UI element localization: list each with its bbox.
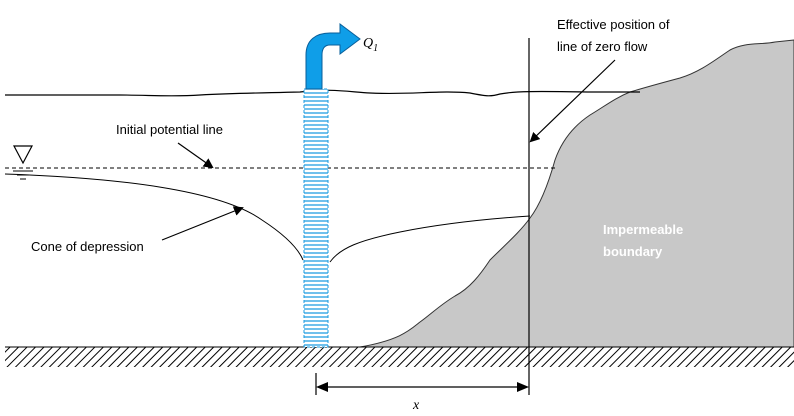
cone-of-depression	[4, 173, 304, 261]
zero-flow-label-2: line of zero flow	[557, 39, 648, 54]
well-screen	[303, 88, 329, 348]
discharge-label: Q1	[363, 36, 378, 54]
zero-flow-pointer	[529, 59, 616, 143]
zero-flow-label-1: Effective position of	[557, 17, 670, 32]
cone-pointer	[161, 206, 244, 241]
discharge-arrow-icon	[305, 23, 361, 90]
impermeable-boundary	[359, 39, 794, 348]
initial-potential-label: Initial potential line	[116, 122, 223, 137]
impermeable-base	[5, 347, 794, 367]
distance-label: x	[412, 398, 420, 413]
initial-potential-pointer	[177, 142, 214, 169]
cone-of-depression-right	[329, 215, 531, 263]
boundary-label-2: boundary	[603, 244, 663, 259]
cone-label: Cone of depression	[31, 239, 144, 254]
dimension-arrow-left-icon	[316, 382, 328, 392]
boundary-label-1: Impermeable	[603, 222, 683, 237]
dimension-arrow-right-icon	[517, 382, 529, 392]
ground-surface	[5, 89, 640, 97]
